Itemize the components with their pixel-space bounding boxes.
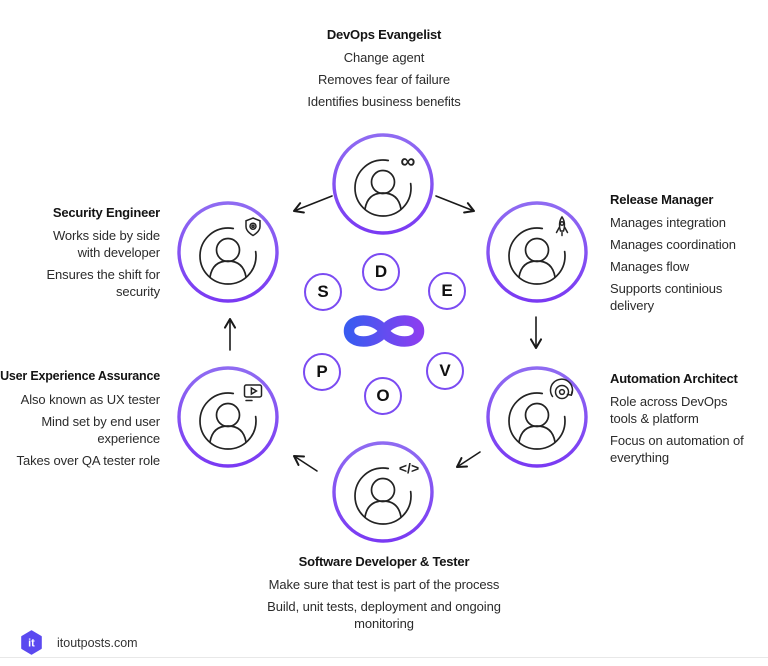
role-circle-devops-evangelist: ∞ <box>331 132 435 236</box>
gradient-ring <box>486 201 588 303</box>
ux-assurance-title: User Experience Assurance <box>0 369 160 383</box>
code-icon: </> <box>399 460 419 476</box>
arrow-bottom-left <box>292 454 318 472</box>
devops-evangelist-line: Identifies business benefits <box>307 94 461 109</box>
rocket-icon <box>555 215 569 237</box>
bottom-divider <box>0 657 768 658</box>
automation-architect-title: Automation Architect <box>610 371 738 386</box>
gradient-ring <box>486 366 588 468</box>
infinity-logo <box>336 310 432 357</box>
ux-assurance-text-block: User Experience Assurance Also known as … <box>0 368 160 474</box>
software-developer-title: Software Developer & Tester <box>298 554 470 569</box>
website-url: itoutposts.com <box>57 635 138 650</box>
release-manager-title: Release Manager <box>610 192 714 207</box>
letter-circle-e: E <box>428 272 466 310</box>
gradient-ring <box>332 133 434 235</box>
software-developer-line: Build, unit tests, deployment and ongoin… <box>267 599 501 631</box>
release-manager-line: Supports continious delivery <box>610 281 723 313</box>
security-engineer-line: Works side by side with developer <box>52 228 160 260</box>
automation-architect-line: Role across DevOps tools & platform <box>610 394 728 426</box>
software-developer-text-block: Software Developer & Tester Make sure th… <box>224 553 544 637</box>
software-developer-line: Make sure that test is part of the proce… <box>268 577 500 592</box>
role-circle-ux-assurance <box>176 365 280 469</box>
devops-evangelist-line: Removes fear of failure <box>317 72 451 87</box>
security-engineer-line: Ensures the shift for security <box>46 267 160 299</box>
devops-evangelist-line: Change agent <box>343 50 425 65</box>
ux-assurance-line: Takes over QA tester role <box>16 453 161 468</box>
person-icon <box>199 392 257 450</box>
itoutposts-logo-icon: it <box>21 630 42 655</box>
gradient-ring <box>332 441 434 543</box>
logo-letters: it <box>28 638 35 650</box>
role-circle-software-developer: </> <box>331 440 435 544</box>
letter-o: O <box>376 386 390 405</box>
letter-p: P <box>316 362 328 381</box>
devops-evangelist-text-block: DevOps Evangelist Change agent Removes f… <box>234 26 534 115</box>
arrow-top-right <box>435 195 476 214</box>
release-manager-text-block: Release Manager Manages integration Mana… <box>610 191 740 319</box>
gear-automation-icon <box>549 378 574 400</box>
letter-circle-o: O <box>364 377 402 415</box>
letter-circle-v: V <box>426 352 464 390</box>
automation-architect-line: Focus on automation of everything <box>610 433 744 465</box>
shield-icon <box>245 217 261 237</box>
role-circle-security-engineer <box>176 200 280 304</box>
person-icon <box>354 467 412 525</box>
release-manager-line: Manages coordination <box>610 237 736 252</box>
automation-architect-text-block: Automation Architect Role across DevOps … <box>610 370 750 471</box>
gradient-ring <box>177 366 279 468</box>
letter-s: S <box>317 282 329 301</box>
role-circle-automation-architect <box>485 365 589 469</box>
devops-evangelist-title: DevOps Evangelist <box>326 27 442 42</box>
letter-d: D <box>374 262 388 281</box>
arrow-bottom-right <box>455 451 481 469</box>
ux-assurance-line: Mind set by end user experience <box>41 414 160 446</box>
security-engineer-title: Security Engineer <box>52 205 160 220</box>
person-icon <box>508 227 566 285</box>
play-screen-icon <box>243 384 263 402</box>
footer-brand: it itoutposts.com <box>20 630 138 655</box>
release-manager-line: Manages integration <box>610 215 726 230</box>
letter-circle-d: D <box>362 253 400 291</box>
person-icon <box>199 227 257 285</box>
gradient-ring <box>177 201 279 303</box>
infinity-icon: ∞ <box>401 150 416 173</box>
person-icon <box>354 159 412 217</box>
security-engineer-text-block: Security Engineer Works side by side wit… <box>30 204 160 305</box>
ux-assurance-line: Also known as UX tester <box>20 392 160 407</box>
letter-circle-s: S <box>304 273 342 311</box>
letter-circle-p: P <box>303 353 341 391</box>
letter-v: V <box>439 361 451 380</box>
person-icon <box>508 392 566 450</box>
release-manager-line: Manages flow <box>610 259 690 274</box>
role-circle-release-manager <box>485 200 589 304</box>
letter-e: E <box>441 281 453 300</box>
arrow-top-left <box>292 195 333 214</box>
